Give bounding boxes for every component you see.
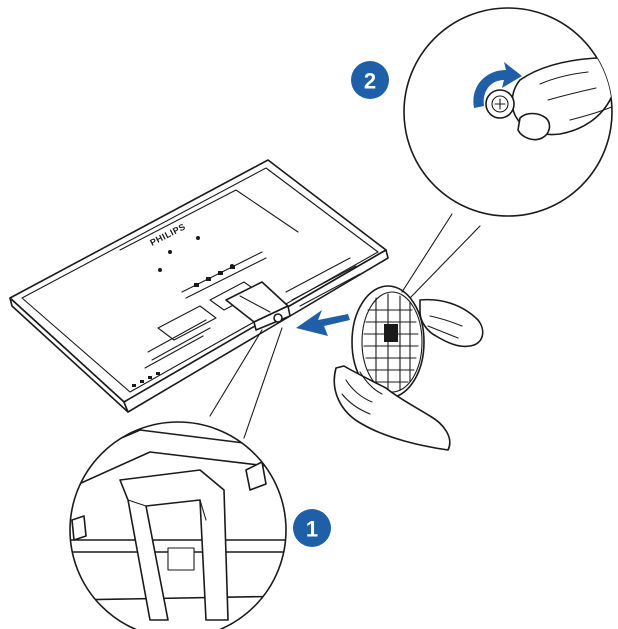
upper-hand (419, 298, 484, 348)
monitor-back: PHILIPS (9, 159, 389, 413)
rotate-arrow-icon (473, 62, 522, 108)
detail-circle-2 (403, 7, 613, 217)
leader-line-1a (209, 329, 263, 417)
lower-hand (333, 365, 451, 451)
detail-circle-1 (69, 421, 287, 629)
stand-base (333, 285, 484, 451)
leader-line-2b (409, 225, 481, 299)
step-number-1: 1 (306, 517, 318, 542)
step-badge-1: 1 (293, 509, 331, 547)
step-badge-2: 2 (351, 61, 389, 99)
step-number-2: 2 (364, 69, 376, 94)
stand-neck (225, 281, 291, 331)
leader-line-1b (243, 327, 283, 439)
leader-line-2a (401, 213, 453, 293)
insert-arrow-icon (296, 310, 350, 336)
